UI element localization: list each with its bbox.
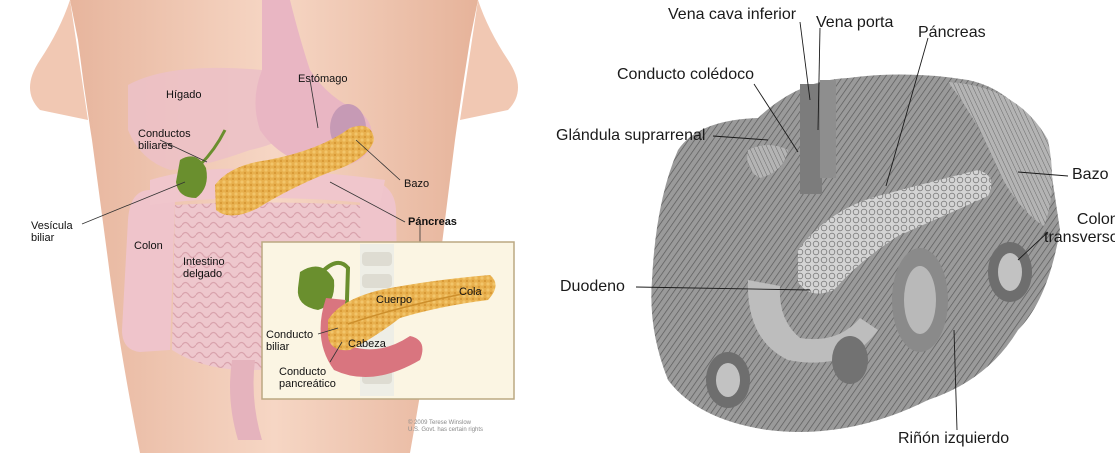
label-conducto-coledoco: Conducto colédoco bbox=[617, 66, 754, 84]
label-glandula-suprarrenal: Glándula suprarrenal bbox=[556, 127, 705, 145]
label-higado: Hígado bbox=[166, 89, 201, 101]
torso-illustration bbox=[0, 0, 548, 453]
label-estomago: Estómago bbox=[298, 73, 348, 85]
label-bazo-right: Bazo bbox=[1072, 166, 1108, 184]
label-vesicula-biliar: Vesícula biliar bbox=[31, 220, 73, 244]
label-conducto-biliar: Conducto biliar bbox=[266, 329, 313, 353]
label-duodeno: Duodeno bbox=[560, 278, 625, 296]
label-cabeza: Cabeza bbox=[348, 338, 386, 350]
label-intestino-delgado: Intestino delgado bbox=[183, 256, 225, 280]
label-pancreas-right: Páncreas bbox=[918, 24, 986, 42]
copyright-credit: © 2009 Terese Winslow U.S. Govt. has cer… bbox=[408, 420, 483, 434]
label-rinon-izquierdo: Riñón izquierdo bbox=[898, 430, 1009, 448]
left-anatomy-panel: Hígado Estómago Conductos biliares Bazo … bbox=[0, 0, 548, 453]
vena-porta bbox=[820, 80, 836, 178]
label-vena-porta: Vena porta bbox=[816, 14, 893, 32]
label-cuerpo: Cuerpo bbox=[376, 294, 412, 306]
right-anatomy-panel: Vena cava inferior Vena porta Páncreas C… bbox=[548, 0, 1115, 453]
label-vena-cava-inferior: Vena cava inferior bbox=[668, 6, 796, 24]
label-colon-transverso: Colon transverso bbox=[1044, 211, 1115, 247]
label-colon-left: Colon bbox=[134, 240, 163, 252]
label-pancreas-left: Páncreas bbox=[408, 216, 457, 228]
label-conducto-pancreatico: Conducto pancreático bbox=[279, 366, 336, 390]
label-bazo-left: Bazo bbox=[404, 178, 429, 190]
label-conductos-biliares: Conductos biliares bbox=[138, 128, 191, 152]
colon bbox=[122, 190, 175, 352]
label-cola: Cola bbox=[459, 286, 482, 298]
